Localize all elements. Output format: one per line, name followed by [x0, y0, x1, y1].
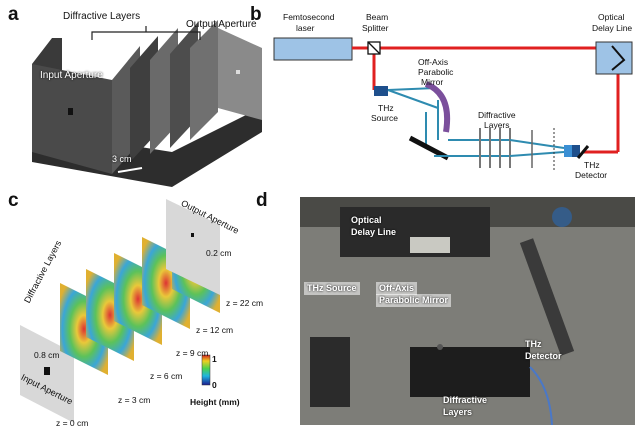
colorbar-max: 1 [212, 354, 217, 364]
thz-detector-label-2: Detector [575, 170, 608, 180]
panel-c-letter: c [8, 190, 19, 211]
laser-box [273, 37, 353, 61]
thz-source [374, 86, 388, 96]
layers-bracket [91, 26, 201, 40]
z-label-0: z = 0 cm [56, 418, 89, 428]
panel-a-diffractive-label: Diffractive Layers [63, 11, 141, 22]
panel-a-scale-label: 3 cm [112, 154, 132, 164]
laser-label-2: laser [296, 23, 315, 33]
panel-b-letter: b [250, 4, 262, 25]
input-aperture-plate [32, 64, 112, 174]
c-input-size-label: 0.8 cm [34, 350, 60, 360]
d-thz-source-label: THz Source [304, 282, 360, 295]
z-label-12: z = 12 cm [196, 325, 234, 335]
scale-bar [117, 167, 143, 173]
diffractive-label-1: Diffractive [478, 110, 516, 120]
beam-splitter-label-1: Beam [366, 12, 389, 22]
panel-d-letter: d [256, 190, 268, 211]
colorbar-min: 0 [212, 380, 217, 390]
d-thz-detector-label-2: Detector [525, 351, 562, 361]
panel-a-input-label: Input Aperture [40, 70, 103, 81]
laser-label-1: Femtosecond [283, 12, 335, 22]
panel-a-letter: a [8, 4, 19, 25]
panel-b-setup-diagram [273, 37, 633, 170]
delay-line-label-1: Optical [598, 12, 625, 22]
d-delay-line-label-1: Optical [351, 215, 382, 225]
output-aperture-opening [191, 233, 194, 237]
panel-c-layer-stack [20, 199, 220, 423]
d-diffractive-label-1: Diffractive [443, 395, 488, 405]
panel-a-output-label: Output Aperture [186, 19, 257, 30]
flat-mirror [408, 135, 450, 161]
output-aperture-hole [236, 70, 240, 74]
d-thz-detector-label-1: THz [525, 339, 542, 349]
panel-d-photo [300, 197, 635, 425]
thz-detector-label-1: THz [584, 160, 600, 170]
oap-label-2: Parabolic [418, 67, 454, 77]
colorbar-label: Height (mm) [190, 397, 240, 407]
z-label-6: z = 6 cm [150, 371, 183, 381]
delay-line-label-2: Delay Line [592, 23, 633, 33]
thz-source-label-1: THz [378, 103, 394, 113]
d-delay-line-label-2: Delay Line [351, 227, 397, 237]
output-aperture-plane [166, 199, 220, 295]
panel-d-photo-scene [300, 197, 635, 425]
diffractive-label-2: Layers [484, 120, 510, 130]
input-aperture-hole [68, 108, 73, 115]
z-label-3: z = 3 cm [118, 395, 151, 405]
oap-label-1: Off-Axis [418, 57, 449, 67]
panel-a-photo [32, 20, 262, 187]
thz-source-label-2: Source [371, 113, 398, 123]
thz-detector [564, 145, 572, 157]
d-oap-label-1: Off-Axis [376, 282, 418, 295]
input-aperture-opening [44, 367, 50, 375]
oap-label-3: Mirror [421, 77, 444, 87]
d-diffractive-label-2: Layers [443, 407, 473, 417]
beam-splitter-label-2: Splitter [362, 23, 389, 33]
layer-5 [190, 20, 218, 140]
c-output-size-label: 0.2 cm [206, 248, 232, 258]
z-label-9: z = 9 cm [176, 348, 209, 358]
oap-mirror [424, 81, 450, 133]
d-oap-label-2: Parabolic Mirror [376, 294, 452, 307]
z-label-22: z = 22 cm [226, 298, 264, 308]
colorbar [201, 354, 211, 386]
